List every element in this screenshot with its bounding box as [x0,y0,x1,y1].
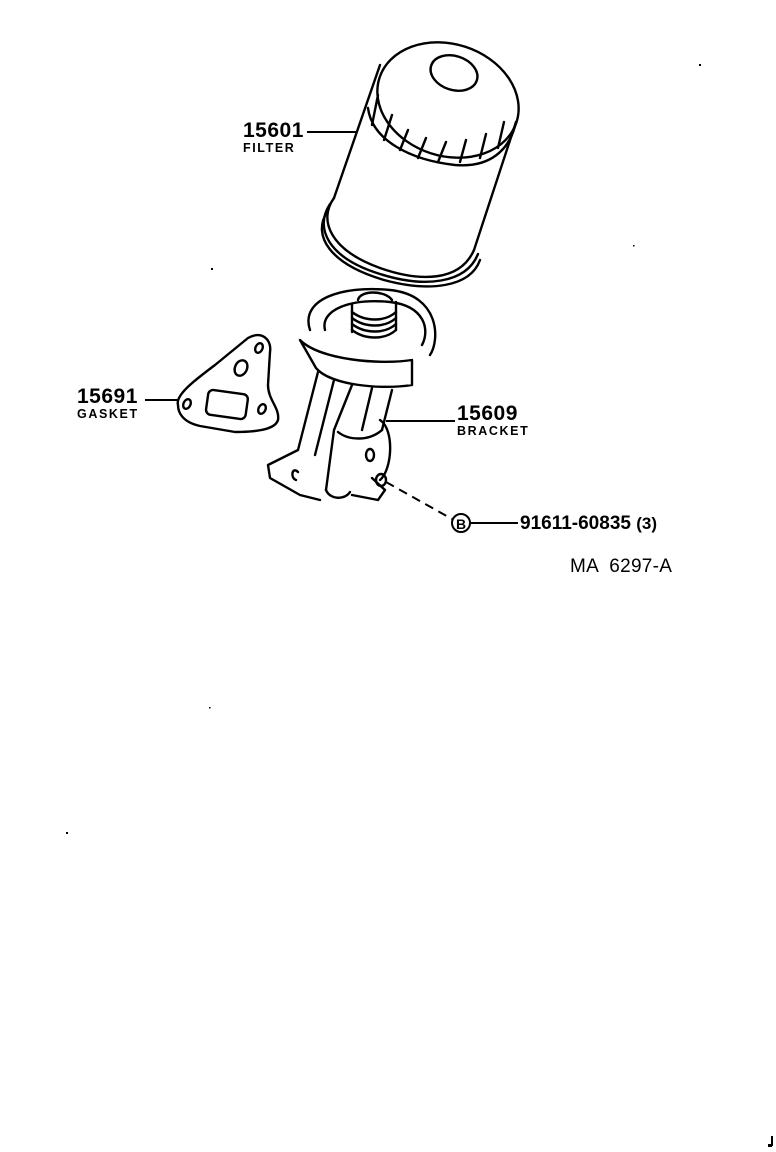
gasket-illustration [176,333,280,434]
part-name-bracket: BRACKET [457,424,530,438]
part-number-filter: 15601 [243,119,304,142]
diagram-reference-code: MA 6297-A [570,556,673,577]
part-number-bracket: 15609 [457,402,518,425]
part-number-gasket: 15691 [77,385,138,408]
bracket-illustration [266,287,437,502]
callout-bracket: 15609 BRACKET [457,403,529,438]
callout-filter: 15601 FILTER [243,120,304,155]
part-name-gasket: GASKET [77,407,139,421]
callout-gasket: 15691 GASKET [77,386,139,421]
svg-text:B: B [456,516,466,532]
callout-fastener: 91611-60835 (3) [520,514,657,533]
filter-illustration [320,41,520,288]
dashed-leader-bolt [385,481,453,520]
fastener-part-number: 91611-60835 [520,513,631,534]
part-name-filter: FILTER [243,141,296,155]
bolt-symbol-icon: B [451,513,471,533]
fastener-quantity: (3) [636,514,658,533]
